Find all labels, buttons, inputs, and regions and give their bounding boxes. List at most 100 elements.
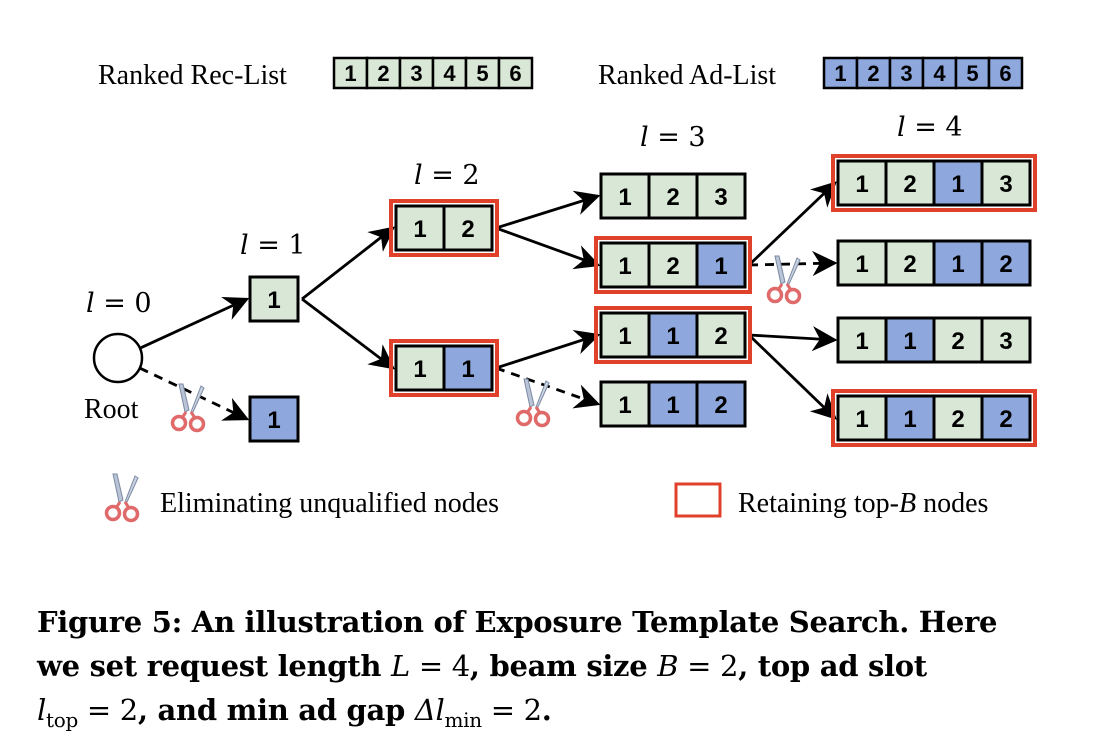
rec-cell [599,241,651,289]
edge [301,226,395,301]
root-label: Root [84,394,139,425]
cell-value: 1 [413,356,426,383]
math-L-eq: = 4 [409,649,470,683]
ad-cell [647,311,699,359]
cell-value: 1 [714,253,727,280]
retained-highlight [389,199,499,257]
retained-highlight [594,236,752,294]
ad-list-item: 1 [834,61,846,86]
cell-value: 1 [903,328,916,355]
cell-value: 1 [618,184,631,211]
cell-value: 1 [618,253,631,280]
rec-cell [836,159,888,207]
caption-text: , beam size [469,649,658,683]
legend: Eliminating unqualified nodes Retaining … [104,473,988,523]
rec-cell [980,316,1032,364]
edge [748,326,838,352]
ad-list-item: 5 [966,61,978,86]
cell-value: 1 [903,406,916,433]
scissors-marks [170,255,802,433]
cell-value: 2 [951,406,964,433]
cell-value: 1 [951,251,964,278]
cell-value: 3 [714,184,727,211]
rec-cell [394,344,446,392]
cell-value: 1 [618,392,631,419]
ad-cell [932,159,984,207]
cell-value: 3 [999,171,1012,198]
cell-value: 1 [666,323,679,350]
retained-highlight [831,154,1037,212]
rec-cell [884,239,936,287]
ad-list-item: 2 [867,61,879,86]
rec-list-cell: 5 [464,56,501,90]
edge [301,297,396,370]
cell-value: 2 [714,392,727,419]
ad-list-cell: 5 [954,56,991,90]
caption-text: , top ad slot [738,649,927,683]
ad-cell [695,241,747,289]
math-B: B [657,649,679,683]
cell-value: 1 [855,328,868,355]
rec-list-cell: 6 [497,56,534,90]
ad-list-label: Ranked Ad-List [598,60,776,91]
edges [139,181,838,421]
scissors-icon [104,473,140,523]
rec-cell [932,394,984,442]
ad-cell [248,395,300,443]
ad-list-cell: 2 [855,56,892,90]
scissors-icon [104,473,140,523]
math-ltop-eq: = 2 [77,693,138,727]
edge [495,329,601,370]
rec-list-label: Ranked Rec-List [98,60,287,91]
rec-list-item: 2 [377,61,389,86]
edge [748,333,837,420]
math-B-eq: = 2 [678,649,739,683]
cell-value: 1 [855,251,868,278]
legend-eliminate-label: Eliminating unqualified nodes [160,488,499,519]
rec-list-cell: 2 [365,56,402,90]
cell-value: 1 [618,323,631,350]
ad-list-cell: 6 [987,56,1024,90]
pruned-edge [139,366,250,421]
ad-cell [442,344,494,392]
rec-cell [394,204,446,252]
rec-list-cell: 4 [431,56,468,90]
figure-caption: Figure 5: An illustration of Exposure Te… [37,600,1071,742]
ad-list-cell: 4 [921,56,958,90]
caption-text: , and min ad gap [137,693,415,727]
cell-value: 2 [461,216,474,243]
cell-value: 1 [855,171,868,198]
ad-list-item: 4 [933,61,946,86]
node-n1b: 1 [248,395,300,443]
scissors-icon [515,378,551,428]
math-ltop: ltop [37,693,78,732]
pruned-edge [748,250,838,277]
cell-value: 2 [903,251,916,278]
rec-cell [248,275,300,323]
rec-cell [599,380,651,428]
edge [748,181,837,267]
rec-cell [442,204,494,252]
rec-list-item: 5 [476,61,488,86]
level-label: l = 1 [240,230,306,261]
cell-value: 3 [999,328,1012,355]
ad-cell [884,394,936,442]
cell-value: 2 [999,406,1012,433]
cell-value: 1 [951,171,964,198]
rec-list-cell: 1 [332,56,369,90]
rec-cell [695,172,747,220]
caption-text: we set request length [37,649,391,683]
rec-list-cell: 3 [398,56,435,90]
rec-cell [932,316,984,364]
